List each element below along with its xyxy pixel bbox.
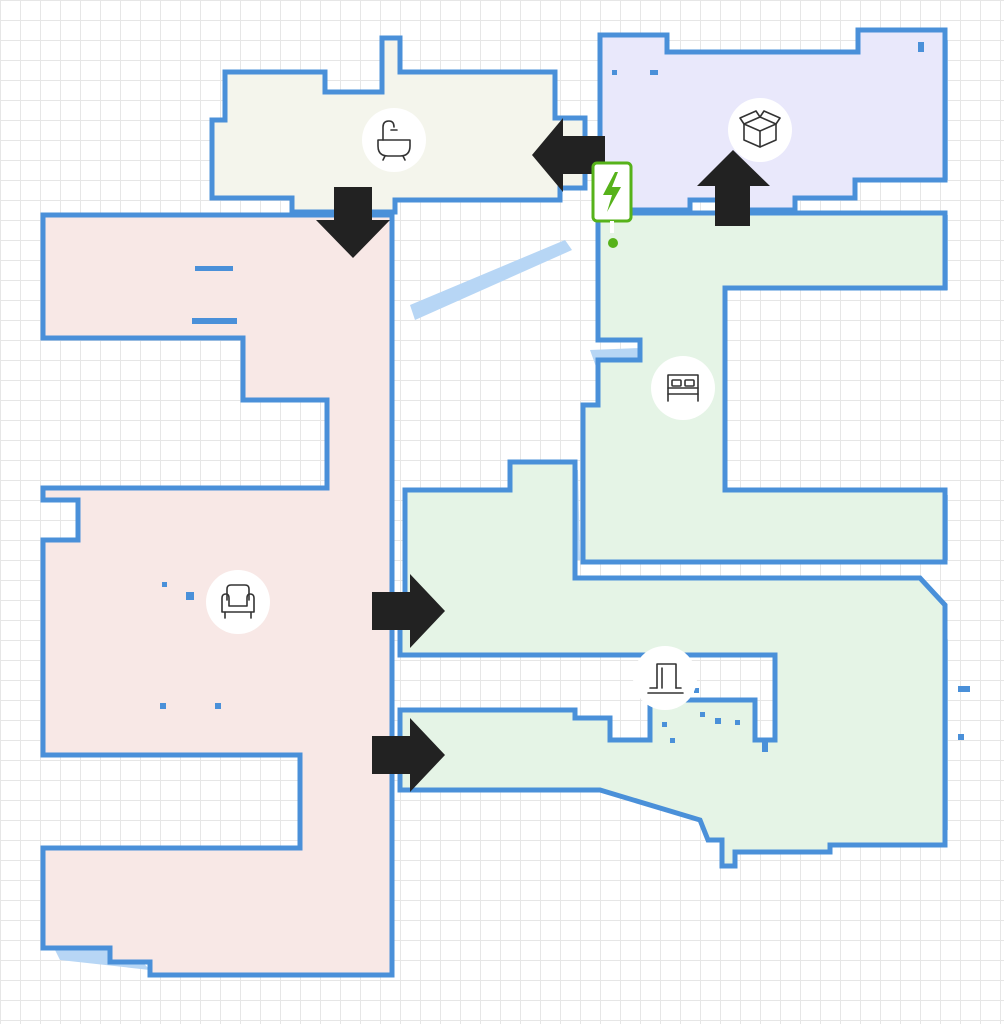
arrow-right-icon: [372, 574, 445, 648]
scan-mark: [215, 703, 221, 709]
badge-background: [633, 646, 697, 710]
armchair-icon: [221, 584, 255, 619]
lightning-icon: [603, 172, 621, 212]
door-icon: [647, 663, 684, 694]
scan-mark: [715, 718, 721, 724]
scan-mark: [662, 722, 667, 727]
scan-debris: [160, 42, 970, 752]
scan-mark: [735, 720, 740, 725]
arrow-left-icon: [532, 118, 605, 192]
scan-mark: [162, 582, 167, 587]
room-entrance-area[interactable]: [397, 459, 948, 869]
scan-mark: [160, 703, 166, 709]
scan-mark: [195, 266, 233, 271]
bed-icon: [667, 374, 699, 402]
box-badge[interactable]: [728, 98, 792, 162]
scan-mark: [918, 42, 924, 52]
room-bedroom[interactable]: [580, 210, 948, 565]
scan-mark: [612, 70, 617, 75]
arrow-right-icon: [372, 718, 445, 792]
scan-mark: [670, 738, 675, 743]
scan-mark: [650, 70, 658, 75]
bed-badge[interactable]: [651, 356, 715, 420]
charging-dock-icon[interactable]: [591, 161, 633, 248]
dock-stem: [610, 221, 614, 233]
door-badge[interactable]: [633, 646, 697, 710]
arrow-up-icon: [697, 150, 770, 226]
armchair-badge[interactable]: [206, 570, 270, 634]
scan-mark: [700, 712, 705, 717]
dock-position-dot: [608, 238, 618, 248]
scan-mark: [192, 318, 237, 324]
scan-mark: [186, 592, 194, 600]
bathtub-icon: [377, 120, 411, 161]
room-entrance[interactable]: [397, 459, 948, 869]
scan-mark: [958, 686, 970, 692]
bathtub-badge[interactable]: [362, 108, 426, 172]
box-icon: [739, 110, 781, 148]
scan-mark: [694, 688, 699, 693]
room-bedroom-area[interactable]: [580, 210, 948, 565]
arrow-down-icon: [316, 187, 390, 258]
scan-mark: [958, 734, 964, 740]
badge-background: [728, 98, 792, 162]
badge-background: [206, 570, 270, 634]
scan-streak: [410, 240, 572, 320]
scan-mark: [762, 740, 768, 752]
